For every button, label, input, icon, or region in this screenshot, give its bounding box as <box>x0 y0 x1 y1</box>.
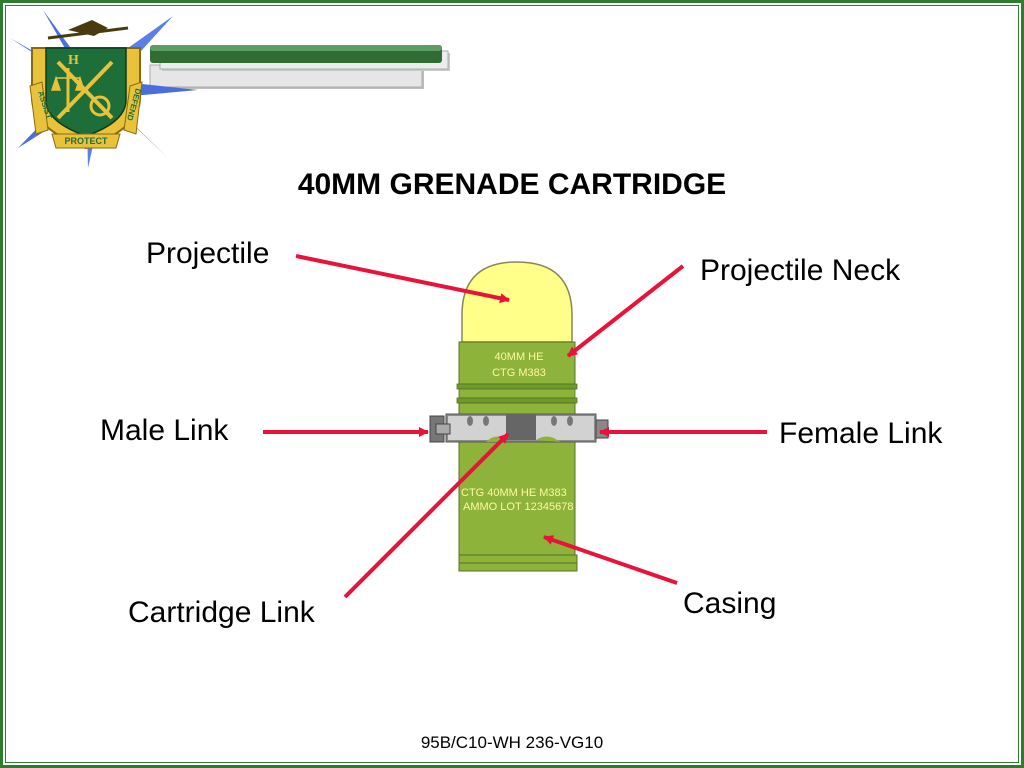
casing-rim <box>458 554 578 564</box>
slide-title: 40MM GRENADE CARTRIDGE <box>297 168 727 201</box>
projectile-arrow <box>295 254 510 304</box>
cartridge-link-label: Cartridge Link <box>128 596 315 629</box>
svg-text:H: H <box>68 53 79 68</box>
header-bars <box>149 45 450 89</box>
male-link-label: Male Link <box>100 414 229 447</box>
projectile-shape <box>461 261 573 343</box>
cartridge-link-arrow <box>343 432 510 599</box>
military-police-insignia: H ASSIST PROTECT DEFEND <box>10 10 198 168</box>
projectile-label: Projectile <box>146 237 270 270</box>
neck-marking-line1: 40MM HE <box>495 351 544 363</box>
ring-3 <box>456 397 578 404</box>
neck-marking-line2: CTG M383 <box>492 367 546 379</box>
slide-footer: 95B/C10-WH 236-VG10 <box>420 733 604 752</box>
projectile-neck-arrow <box>566 264 685 358</box>
casing-marking-line1: CTG 40MM HE M383 <box>461 487 567 499</box>
male-link-shape <box>429 415 451 443</box>
casing-label: Casing <box>683 587 777 620</box>
female-link-shape <box>595 419 609 439</box>
ring-2 <box>458 388 576 399</box>
shield-icon: H <box>31 20 141 150</box>
casing-marking-line2: AMMO LOT 12345678 <box>463 501 573 513</box>
insignia-scrolls: ASSIST PROTECT DEFEND <box>29 81 143 149</box>
casing-arrow <box>543 535 678 585</box>
slide-frame-inner <box>5 5 1019 763</box>
projectile-neck-shape <box>458 341 576 385</box>
scroll-center-text: PROTECT <box>64 136 108 146</box>
ring-1 <box>456 383 578 390</box>
female-link-label: Female Link <box>779 417 943 450</box>
casing-base <box>458 562 578 572</box>
projectile-neck-label: Projectile Neck <box>700 254 901 287</box>
cartridge-link-shape <box>445 413 597 443</box>
